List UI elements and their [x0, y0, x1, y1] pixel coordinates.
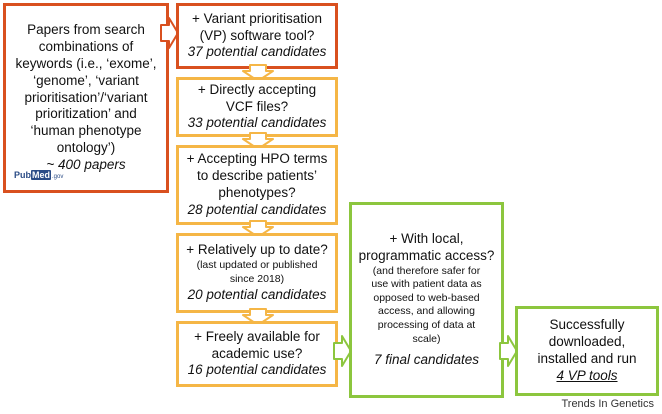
filter-box-5: + Freely available for academic use? 16 … [176, 321, 338, 387]
arrow-down-2 [242, 132, 274, 150]
filter-box-2: + Directly accepting VCF files? 33 poten… [176, 77, 338, 137]
arrow-down-3 [242, 220, 274, 238]
source-line: ‘human phenotype [30, 123, 142, 139]
source-line: combinations of [38, 38, 134, 54]
local-note: use with patient data as [371, 278, 482, 291]
local-result: 7 final candidates [373, 352, 480, 368]
filter-note: (last updated or published [196, 259, 318, 272]
final-result: 4 VP tools [556, 367, 618, 383]
filter-result: 28 potential candidates [187, 201, 327, 217]
filter-line: + Freely available for [194, 328, 320, 344]
source-box: Papers from search combinations of keywo… [3, 3, 169, 193]
filter-result: 37 potential candidates [187, 44, 327, 60]
final-line: Successfully [549, 317, 625, 333]
filter-line: academic use? [211, 345, 303, 361]
filter-result: 33 potential candidates [187, 115, 327, 131]
source-line: keywords (i.e., ‘exome’, [15, 55, 157, 71]
filter-line: + Accepting HPO terms [186, 151, 328, 167]
final-line: downloaded, [548, 334, 626, 350]
source-line: Papers from search [27, 22, 145, 38]
source-line: ‘genome’, ‘variant [33, 72, 139, 88]
local-note: (and therefore safer for [372, 264, 481, 277]
filter-line: + Directly accepting [197, 81, 317, 97]
local-line: programmatic access? [358, 247, 495, 263]
local-note: scale) [412, 332, 441, 345]
filter-line: phenotypes? [218, 185, 296, 200]
arrow-down-4 [242, 308, 274, 326]
filter-line: + Relatively up to date? [186, 242, 328, 258]
source-count: ~ 400 papers [46, 157, 126, 173]
arrow-right-2 [333, 335, 352, 367]
arrow-down-1 [242, 64, 274, 82]
filter-result: 16 potential candidates [187, 362, 327, 378]
pubmed-logo: PubMed.gov [14, 169, 64, 180]
local-line: + With local, [389, 230, 464, 246]
filter-line: VCF files? [225, 98, 289, 114]
arrow-right-3 [499, 335, 518, 367]
filter-line: (VP) software tool? [199, 27, 315, 43]
source-line: ontology’) [56, 140, 116, 156]
local-note: opposed to web-based [373, 291, 480, 304]
source-line: prioritization’ and [35, 106, 137, 122]
filter-box-4: + Relatively up to date? (last updated o… [176, 233, 338, 313]
arrow-right-1 [160, 17, 179, 49]
filter-note: since 2018) [229, 273, 285, 285]
final-line: installed and run [537, 351, 637, 366]
local-note: access, and allowing [378, 305, 475, 318]
filter-line: to describe patients’ [196, 168, 318, 184]
journal-footer: Trends In Genetics [561, 398, 654, 410]
filter-box-3: + Accepting HPO terms to describe patien… [176, 145, 338, 225]
local-note: processing of data at [377, 319, 476, 332]
final-box: Successfully downloaded, installed and r… [515, 306, 659, 396]
filter-line: + Variant prioritisation [192, 10, 322, 26]
filter-result: 20 potential candidates [187, 286, 327, 302]
source-line: prioritisation’/‘variant [24, 89, 148, 105]
filter-box-1: + Variant prioritisation (VP) software t… [176, 3, 338, 69]
local-access-box: + With local, programmatic access? (and … [349, 202, 504, 398]
